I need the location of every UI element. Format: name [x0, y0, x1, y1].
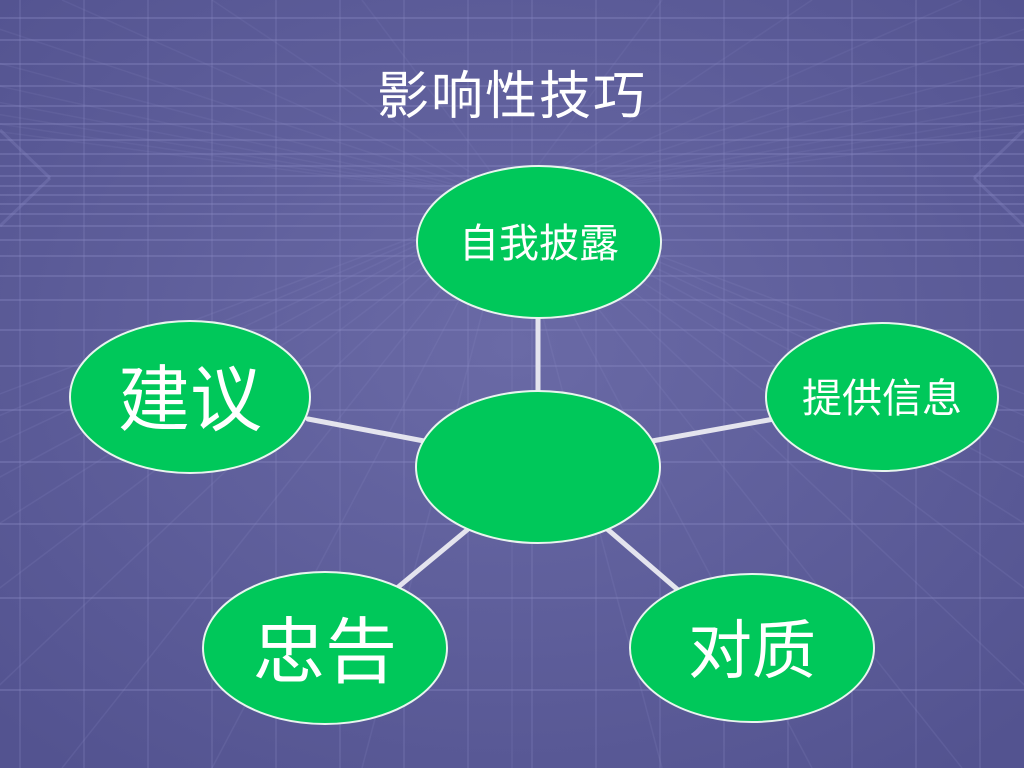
connector-advice — [394, 527, 470, 591]
connector-confrontation — [603, 525, 681, 593]
slide-title: 影响性技巧 — [376, 67, 647, 127]
node-provide-info-label: 提供信息 — [802, 376, 962, 422]
node-self-disclosure-label: 自我披露 — [459, 221, 619, 267]
node-advice: 忠告 — [202, 571, 448, 725]
node-provide-info: 提供信息 — [765, 322, 999, 472]
center-node — [415, 390, 661, 544]
node-self-disclosure: 自我披露 — [416, 165, 662, 319]
node-suggestion: 建议 — [69, 320, 311, 474]
node-suggestion-label: 建议 — [118, 358, 262, 442]
connector-provide-info — [649, 416, 777, 444]
node-advice-label: 忠告 — [253, 610, 397, 694]
node-confrontation-label: 对质 — [688, 615, 816, 689]
connector-suggestion — [305, 416, 427, 444]
node-confrontation: 对质 — [629, 573, 875, 723]
